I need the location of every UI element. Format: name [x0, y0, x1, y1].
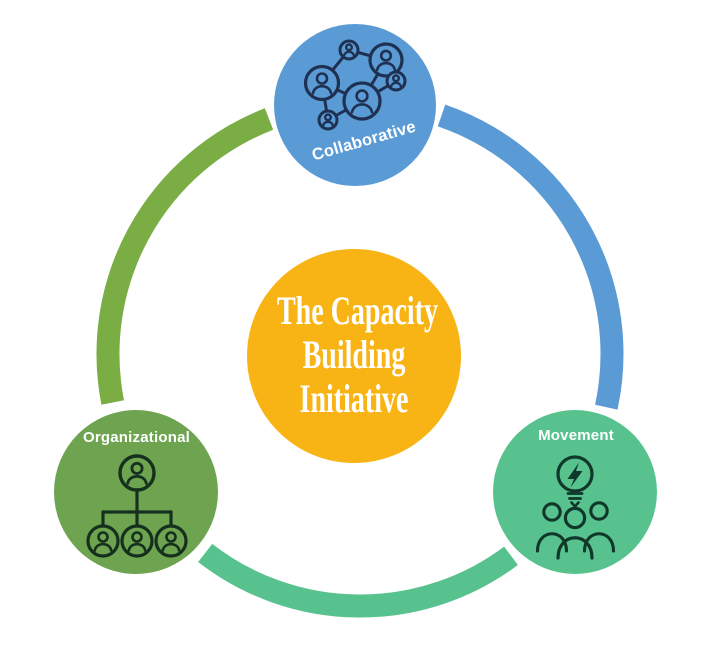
center-title-line-1: The Capacity [277, 288, 438, 333]
center-circle [247, 249, 461, 463]
network-people-icon [303, 39, 407, 131]
ring-segment-right [437, 104, 624, 410]
organizational-label: Organizational [83, 429, 190, 446]
center-title-line-2: Building [302, 332, 406, 377]
org-chart-icon [86, 454, 188, 558]
ring-segment-left [96, 108, 274, 405]
team-idea-icon [535, 455, 616, 560]
ring-segment-bottom [198, 543, 518, 618]
movement-label: Movement [538, 427, 614, 444]
center-title-line-3: Initiative [299, 376, 409, 421]
center-title: The Capacity Building Initiative [277, 288, 438, 421]
